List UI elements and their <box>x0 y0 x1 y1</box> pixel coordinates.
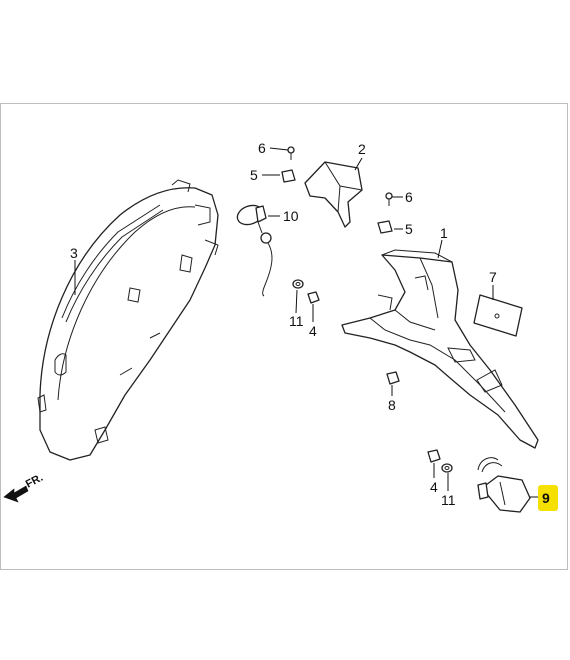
nut-8 <box>386 371 400 385</box>
turn-signal-part <box>477 457 531 513</box>
callout-10: 10 <box>283 208 299 224</box>
front-direction-label: FR. <box>24 472 45 491</box>
callout-9: 9 <box>542 490 550 506</box>
bracket-part <box>304 161 363 228</box>
callout-4-middle: 4 <box>309 323 317 339</box>
callout-8: 8 <box>388 397 396 413</box>
washer-11-middle <box>292 279 304 289</box>
callout-4-lower: 4 <box>430 479 438 495</box>
nut-5-upper-left <box>281 169 296 183</box>
washer-11-lower <box>441 463 453 473</box>
leader-lines <box>74 147 540 498</box>
callout-7: 7 <box>489 269 497 285</box>
reflector-part <box>473 294 523 337</box>
callout-5-upper-right: 5 <box>405 221 413 237</box>
callout-5-upper-left: 5 <box>250 167 258 183</box>
callout-1: 1 <box>440 225 448 241</box>
callout-6-upper-right: 6 <box>405 189 413 205</box>
screw-6-upper-right <box>385 192 393 206</box>
callout-9-highlight <box>538 485 558 511</box>
screw-6-upper-left <box>287 146 295 160</box>
rear-frame-part <box>341 249 539 449</box>
front-direction-indicator: FR. <box>3 472 45 503</box>
nut-4-middle <box>307 291 320 304</box>
front-arrow-icon <box>3 485 29 503</box>
callout-11-middle: 11 <box>289 313 304 329</box>
callout-2: 2 <box>358 141 366 157</box>
tail-light-part <box>236 204 273 297</box>
callout-3: 3 <box>70 245 78 261</box>
callout-11-lower: 11 <box>441 492 456 508</box>
diagram-frame <box>0 103 568 570</box>
nut-5-upper-right <box>377 220 393 234</box>
callout-6-upper-left: 6 <box>258 140 266 156</box>
rear-fender-part <box>37 179 219 461</box>
nut-4-lower <box>427 449 441 463</box>
